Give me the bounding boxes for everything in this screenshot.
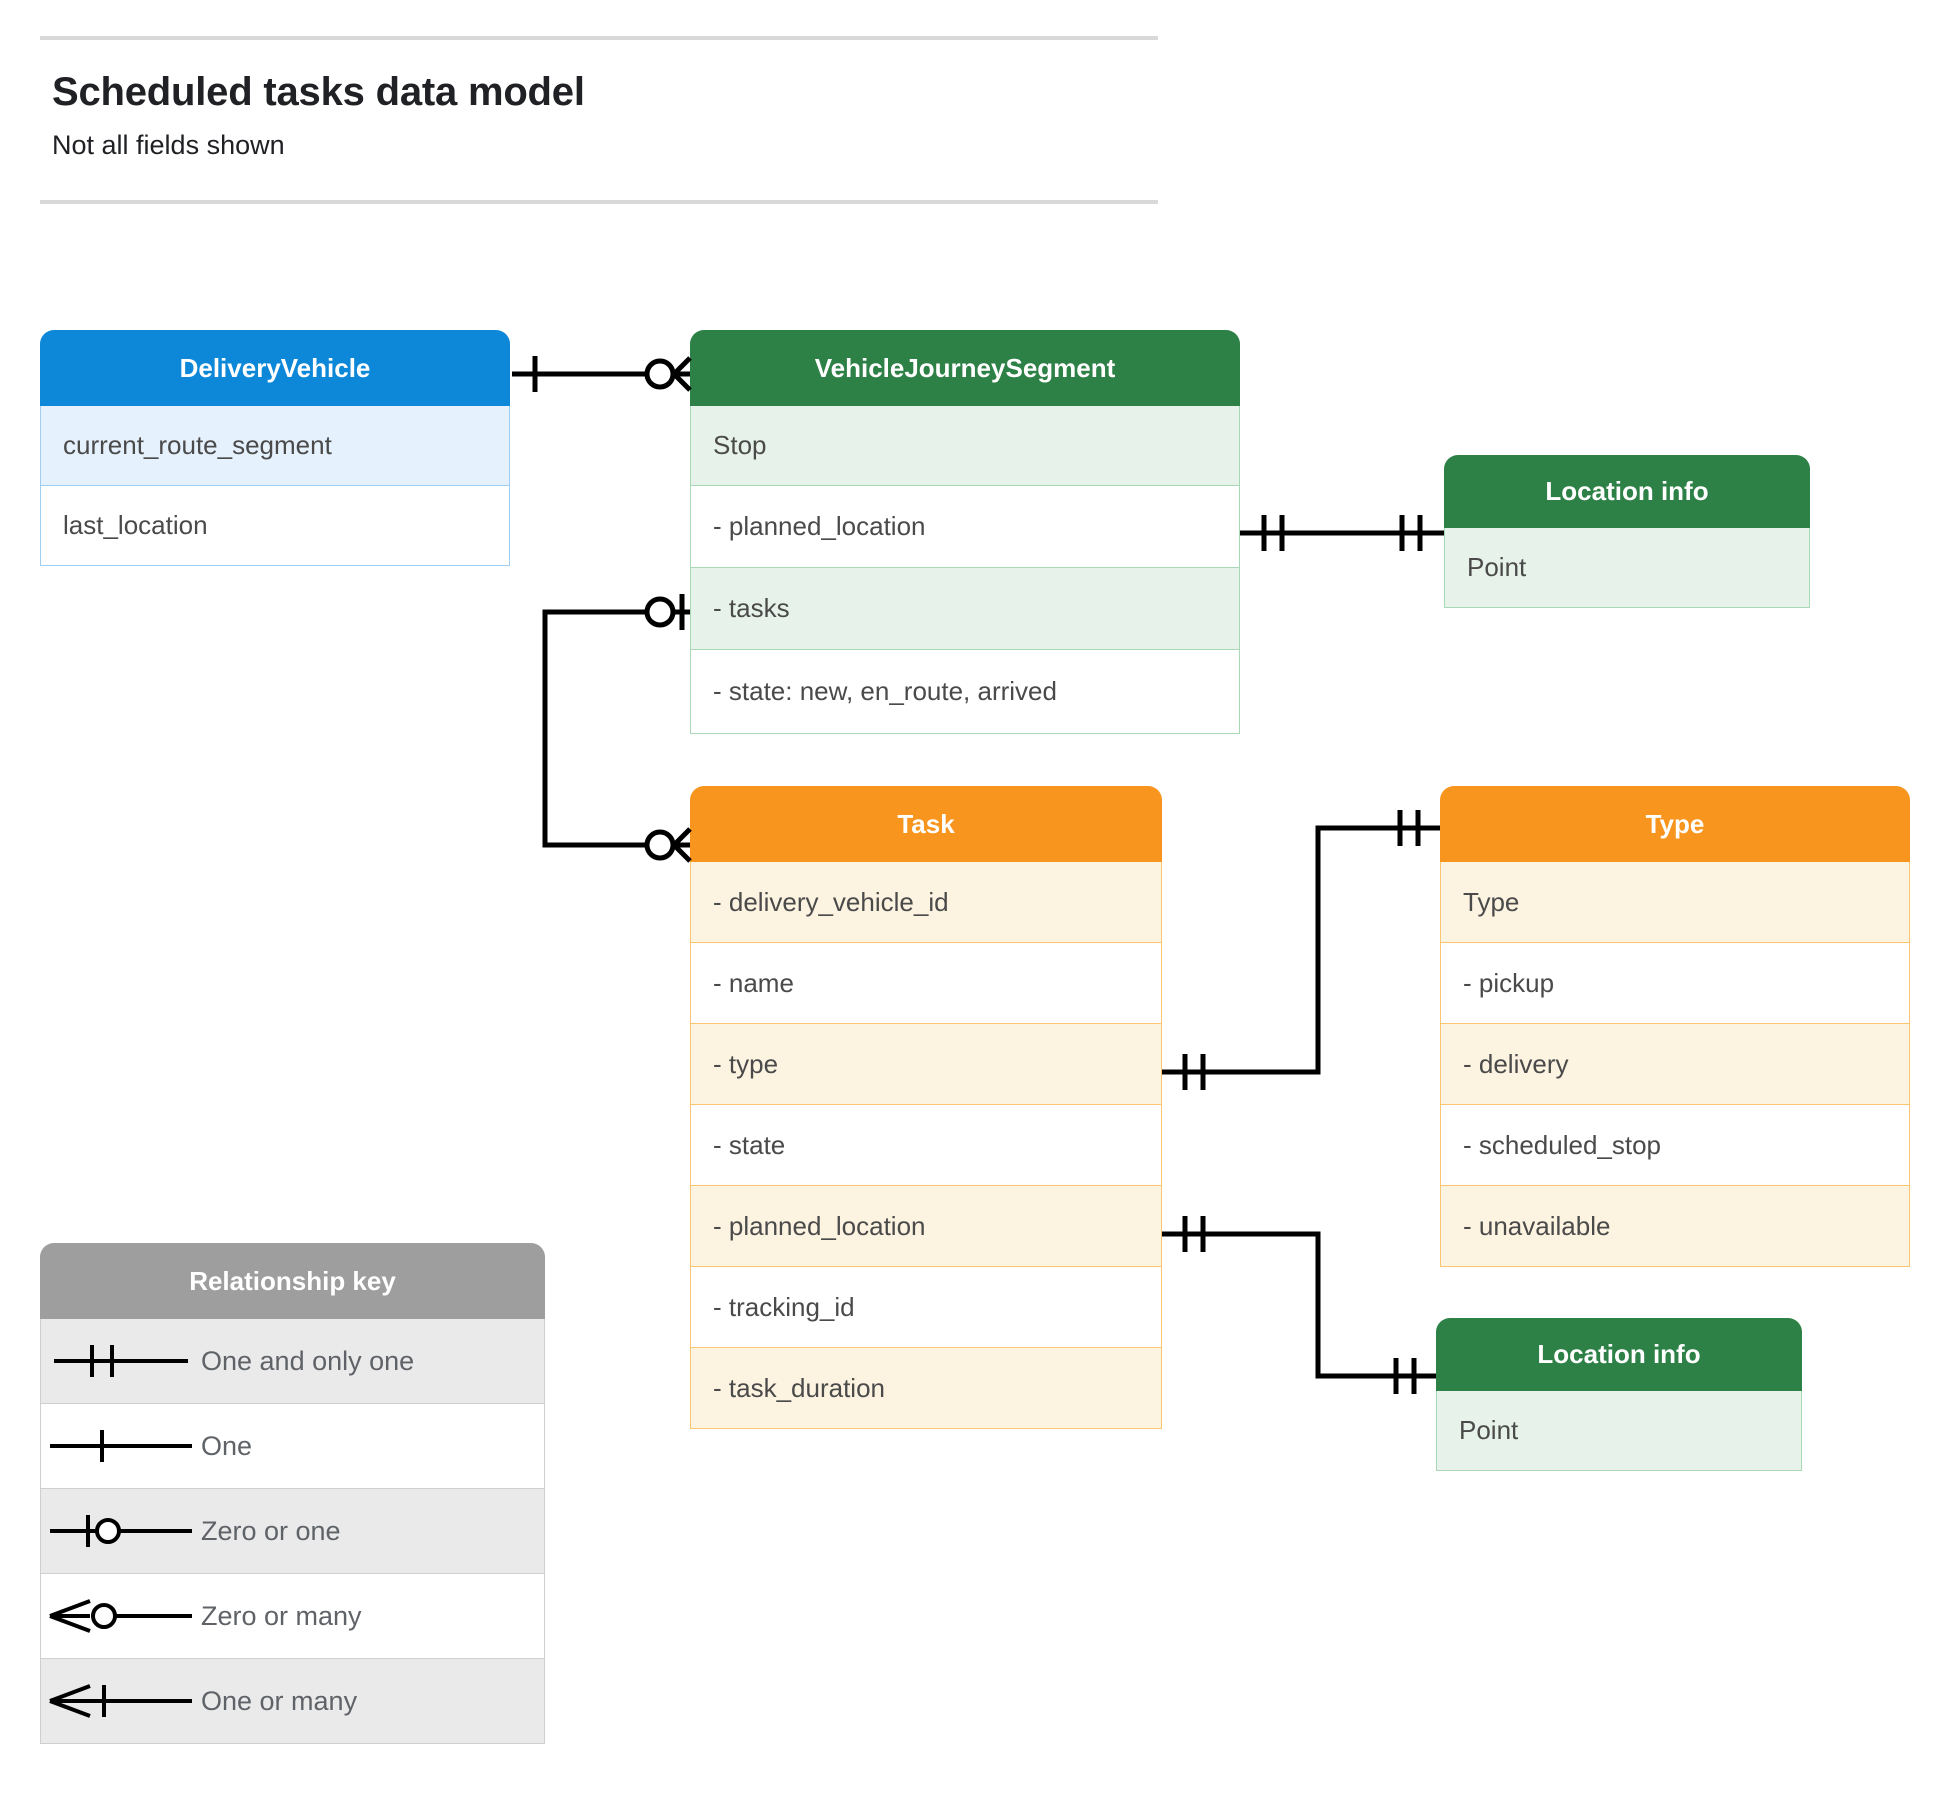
zero-or-one-icon: [41, 1511, 201, 1551]
entity-row-type-unavailable[interactable]: - unavailable: [1440, 1186, 1910, 1267]
entity-type[interactable]: Type Type - pickup - delivery - schedule…: [1440, 786, 1910, 1267]
entity-row-type-pickup[interactable]: - pickup: [1440, 943, 1910, 1024]
page-title: Scheduled tasks data model: [52, 70, 585, 114]
entity-vehicle-journey-segment-title: VehicleJourneySegment: [690, 330, 1240, 406]
entity-row-task-task-duration[interactable]: - task_duration: [690, 1348, 1162, 1429]
one-or-many-icon: [41, 1681, 201, 1721]
legend-title: Relationship key: [40, 1243, 545, 1319]
entity-row-vjs-tasks[interactable]: - tasks: [690, 568, 1240, 650]
entity-location-info-bottom[interactable]: Location info Point: [1436, 1318, 1802, 1471]
entity-row-current-route-segment[interactable]: current_route_segment: [40, 406, 510, 486]
legend-item-label: Zero or many: [201, 1600, 362, 1631]
header-divider-top: [40, 36, 1158, 40]
entity-row-location-info-bottom-point[interactable]: Point: [1436, 1391, 1802, 1471]
legend-item-label: One or many: [201, 1685, 358, 1716]
connector-vjs-tasks-task: [542, 594, 692, 863]
connector-vjs-plannedlocation-locationinfo: [1240, 515, 1444, 551]
entity-row-task-delivery-vehicle-id[interactable]: - delivery_vehicle_id: [690, 862, 1162, 943]
entity-row-vjs-stop[interactable]: Stop: [690, 406, 1240, 486]
legend-item-label: One: [201, 1430, 253, 1461]
entity-vehicle-journey-segment[interactable]: VehicleJourneySegment Stop - planned_loc…: [690, 330, 1240, 734]
entity-row-last-location[interactable]: last_location: [40, 486, 510, 566]
entity-location-info-bottom-title: Location info: [1436, 1318, 1802, 1391]
connector-task-type-type: [1162, 810, 1440, 1090]
entity-row-type-delivery[interactable]: - delivery: [1440, 1024, 1910, 1105]
zero-or-many-icon: [41, 1596, 201, 1636]
legend-item-one-or-many[interactable]: One or many: [40, 1659, 545, 1744]
header-divider-bottom: [40, 200, 1158, 204]
entity-row-task-tracking-id[interactable]: - tracking_id: [690, 1267, 1162, 1348]
entity-row-task-name[interactable]: - name: [690, 943, 1162, 1024]
page-subtitle: Not all fields shown: [52, 130, 285, 160]
legend-relationship-key[interactable]: Relationship key One and only one One: [40, 1243, 545, 1744]
legend-item-label: One and only one: [201, 1345, 415, 1376]
one-and-only-one-icon: [41, 1341, 201, 1381]
entity-delivery-vehicle-title: DeliveryVehicle: [40, 330, 510, 406]
entity-delivery-vehicle[interactable]: DeliveryVehicle current_route_segment la…: [40, 330, 510, 566]
legend-item-label: Zero or one: [201, 1515, 341, 1546]
entity-location-info-top[interactable]: Location info Point: [1444, 455, 1810, 608]
entity-row-task-planned-location[interactable]: - planned_location: [690, 1186, 1162, 1267]
entity-row-vjs-state[interactable]: - state: new, en_route, arrived: [690, 650, 1240, 734]
entity-row-type-scheduled-stop[interactable]: - scheduled_stop: [1440, 1105, 1910, 1186]
entity-type-title: Type: [1440, 786, 1910, 862]
legend-item-zero-or-one[interactable]: Zero or one: [40, 1489, 545, 1574]
entity-task[interactable]: Task - delivery_vehicle_id - name - type…: [690, 786, 1162, 1429]
entity-location-info-top-title: Location info: [1444, 455, 1810, 528]
one-icon: [41, 1426, 201, 1466]
connector-task-plannedlocation-locationinfo: [1162, 1216, 1436, 1394]
entity-row-task-state[interactable]: - state: [690, 1105, 1162, 1186]
legend-item-zero-or-many[interactable]: Zero or many: [40, 1574, 545, 1659]
legend-item-one[interactable]: One: [40, 1404, 545, 1489]
entity-task-title: Task: [690, 786, 1162, 862]
entity-row-type-header-type[interactable]: Type: [1440, 862, 1910, 943]
connector-deliveryvehicle-vehiclejourneysegment: [512, 356, 692, 392]
legend-item-one-and-only-one[interactable]: One and only one: [40, 1319, 545, 1404]
entity-row-location-info-top-point[interactable]: Point: [1444, 528, 1810, 608]
entity-row-task-type[interactable]: - type: [690, 1024, 1162, 1105]
entity-row-vjs-planned-location[interactable]: - planned_location: [690, 486, 1240, 568]
